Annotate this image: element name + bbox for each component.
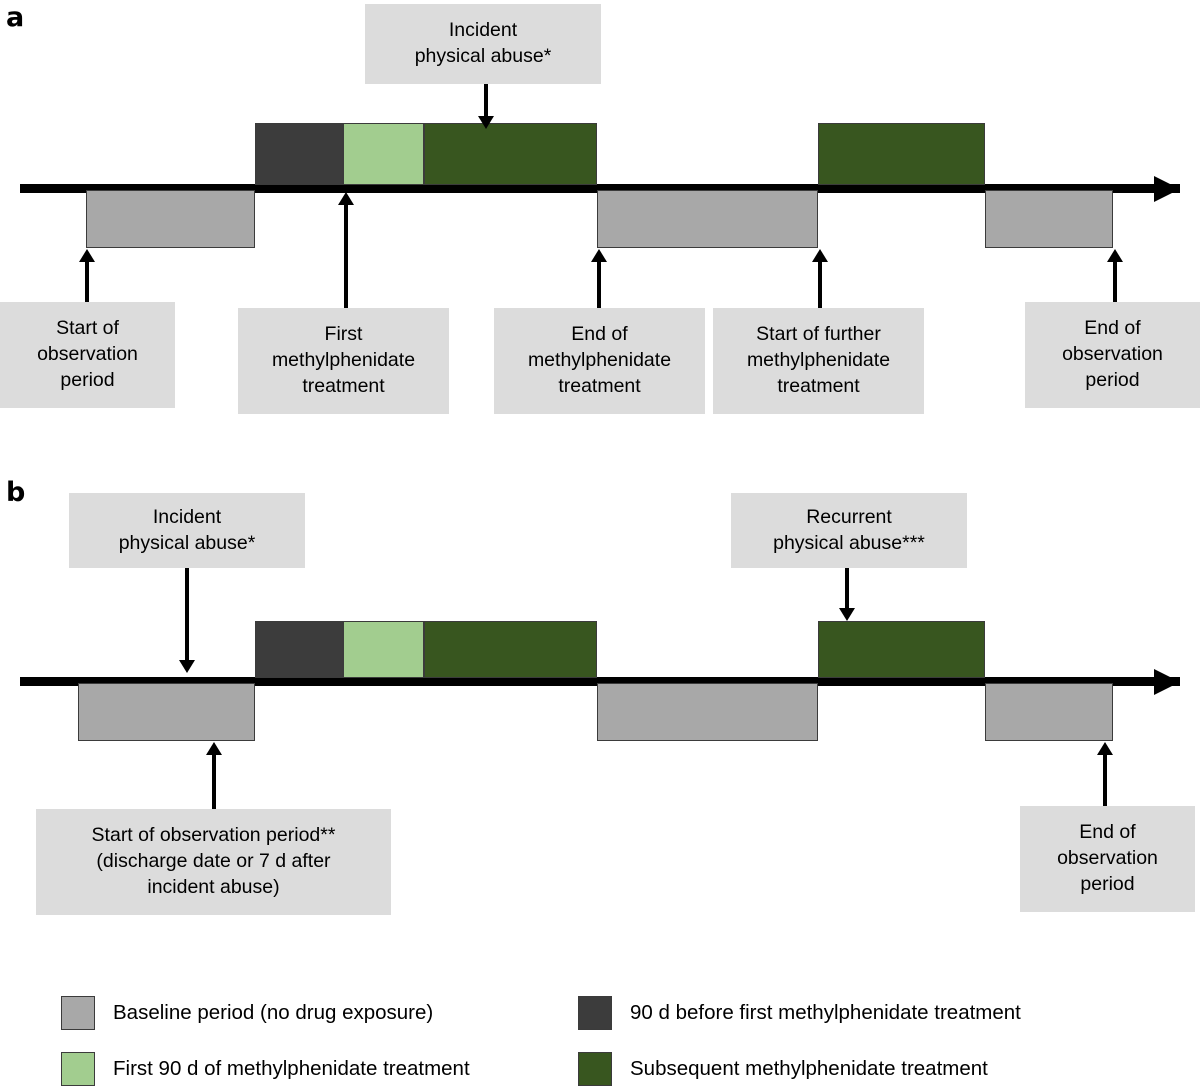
panel-b-connector-end-observation (1103, 752, 1107, 807)
panel-a-callout-end-of-observation-period: End of observation period (1025, 302, 1200, 408)
legend-label-subsequent-period: Subsequent methylphenidate treatment (630, 1057, 988, 1080)
legend-label-pre-90-days: 90 d before first methylphenidate treatm… (630, 1001, 1021, 1024)
panel-b-segment-baseline-1 (78, 683, 255, 741)
legend-item-baseline-period: Baseline period (no drug exposure) (61, 996, 433, 1030)
legend-swatch-baseline-period (61, 996, 95, 1030)
panel-a-callout-end-of-methylphenidate-treatment: End of methylphenidate treatment (494, 308, 705, 414)
panel-a-callout-further-mph-line-1: Start of further (756, 323, 881, 346)
panel-b-segment-first90 (343, 621, 424, 678)
panel-a-arrow-up-icon-further-treatment (812, 249, 828, 262)
panel-b-callout-end-obs-line-2: observation (1057, 847, 1158, 870)
panel-a-callout-start-obs-line-1: Start of (56, 317, 119, 340)
panel-a-connector-end-treatment (597, 259, 601, 309)
panel-b-callout-end-obs-line-1: End of (1079, 821, 1136, 844)
panel-b-callout-start-obs-line-3: incident abuse) (147, 875, 280, 898)
panel-a-callout-further-mph-line-3: treatment (777, 374, 860, 397)
panel-b-callout-recurrent-physical-abuse: Recurrent physical abuse*** (731, 493, 967, 568)
panel-b-arrow-up-icon-end-observation (1097, 742, 1113, 755)
panel-a-callout-end-mph-line-2: methylphenidate (527, 349, 672, 372)
panel-a-callout-incident-line-2: physical abuse* (414, 45, 552, 67)
panel-a-callout-end-obs-line-1: End of (1084, 317, 1141, 340)
panel-b-segment-subsequent-1 (424, 621, 597, 678)
panel-b-callout-end-of-observation-period: End of observation period (1020, 806, 1195, 912)
panel-a-callout-start-obs-line-3: period (60, 368, 115, 391)
panel-b-timeline-arrowhead-icon (1154, 668, 1180, 695)
panel-a-callout-further-mph-line-2: methylphenidate (746, 349, 891, 372)
panel-a-segment-baseline-1 (86, 190, 255, 248)
panel-a-timeline-arrowhead-icon (1154, 175, 1180, 202)
legend-label-baseline-period: Baseline period (no drug exposure) (113, 1001, 434, 1024)
panel-a-letter: a (6, 2, 24, 33)
legend-swatch-first-90-days (61, 1052, 95, 1086)
panel-b-segment-baseline-2 (597, 683, 818, 741)
panel-b-callout-incident-line-2: physical abuse* (118, 531, 256, 554)
legend-item-pre-90-days: 90 d before first methylphenidate treatm… (578, 996, 1021, 1030)
panel-b-callout-incident-line-1: Incident (152, 505, 222, 528)
panel-a-callout-incident-physical-abuse: Incident physical abuse* (365, 4, 601, 84)
panel-b-segment-subsequent-2 (818, 621, 985, 678)
panel-a-callout-end-obs-line-2: observation (1062, 343, 1163, 366)
panel-a-connector-incident (484, 84, 488, 120)
panel-b-connector-recurrent (845, 568, 849, 612)
panel-a-callout-end-obs-line-3: period (1085, 368, 1140, 391)
panel-a-connector-first-treatment (344, 202, 348, 309)
panel-a-connector-further-treatment (818, 259, 822, 309)
panel-a-callout-first-mph-line-2: methylphenidate (271, 349, 416, 372)
panel-a-segment-subsequent-1 (424, 123, 597, 185)
panel-a-arrow-up-icon-first-treatment (338, 192, 354, 205)
panel-a-connector-start-observation (85, 259, 89, 303)
panel-a-timeline-axis (20, 184, 1180, 193)
panel-a-callout-first-mph-line-1: First (324, 323, 363, 346)
panel-a-arrow-up-icon-end-observation (1107, 249, 1123, 262)
panel-a-arrow-up-icon-start-observation (79, 249, 95, 262)
panel-a-connector-end-observation (1113, 259, 1117, 303)
panel-b-timeline-axis (20, 677, 1180, 686)
panel-a-callout-end-mph-line-1: End of (571, 323, 628, 346)
panel-b-arrow-down-icon-recurrent (839, 608, 855, 621)
panel-a-segment-baseline-2 (597, 190, 818, 248)
panel-a-callout-start-of-observation-period: Start of observation period (0, 302, 175, 408)
panel-a-callout-incident-line-1: Incident (448, 19, 518, 42)
panel-b-connector-start-observation (212, 752, 216, 810)
legend-item-first-90-days: First 90 d of methylphenidate treatment (61, 1052, 470, 1086)
panel-a-segment-pre90 (255, 123, 343, 185)
panel-a-segment-subsequent-2 (818, 123, 985, 185)
panel-b-callout-incident-physical-abuse: Incident physical abuse* (69, 493, 305, 568)
panel-a-callout-end-mph-line-3: treatment (558, 374, 641, 397)
panel-b-segment-baseline-3 (985, 683, 1113, 741)
panel-a-callout-start-of-further-methylphenidate-treatment: Start of further methylphenidate treatme… (713, 308, 924, 414)
panel-b-callout-start-obs-line-1: Start of observation period** (91, 824, 336, 847)
panel-b-segment-pre90 (255, 621, 343, 678)
panel-b-arrow-down-icon-incident (179, 660, 195, 673)
legend-swatch-pre-90-days (578, 996, 612, 1030)
legend-label-first-90-days: First 90 d of methylphenidate treatment (113, 1057, 470, 1080)
panel-a-callout-first-methylphenidate-treatment: First methylphenidate treatment (238, 308, 449, 414)
panel-b-callout-recurrent-line-1: Recurrent (806, 505, 892, 528)
panel-b-letter: b (6, 477, 25, 508)
panel-a-segment-baseline-3 (985, 190, 1113, 248)
panel-b-arrow-up-icon-start-observation (206, 742, 222, 755)
panel-b-callout-recurrent-line-2: physical abuse*** (773, 531, 925, 554)
panel-b-callout-start-of-observation-period: Start of observation period** (discharge… (36, 809, 391, 915)
panel-b-callout-end-obs-line-3: period (1080, 872, 1135, 895)
legend-swatch-subsequent-period (578, 1052, 612, 1086)
panel-a-callout-first-mph-line-3: treatment (302, 374, 385, 397)
panel-a-callout-start-obs-line-2: observation (37, 343, 138, 366)
panel-a-arrow-down-icon-incident (478, 116, 494, 129)
panel-b-callout-start-obs-line-2: (discharge date or 7 d after (96, 850, 331, 873)
panel-b-connector-incident (185, 568, 189, 664)
legend-item-subsequent-period: Subsequent methylphenidate treatment (578, 1052, 988, 1086)
panel-a-arrow-up-icon-end-treatment (591, 249, 607, 262)
panel-a-segment-first90 (343, 123, 424, 185)
